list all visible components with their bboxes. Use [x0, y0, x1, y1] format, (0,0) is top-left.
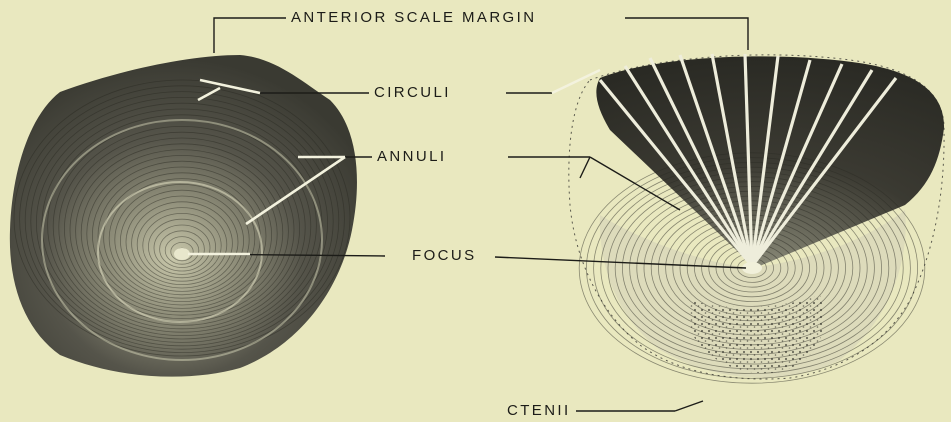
annuli-label: ANNULI [372, 148, 451, 166]
circuli-label: CIRCULI [369, 84, 456, 102]
anterior-margin-bracket-right [625, 18, 748, 50]
circuli-pointer-white-right [552, 70, 600, 93]
ctenii-label: CTENII [502, 402, 576, 420]
ctenii-leader-tick [675, 401, 703, 411]
anterior-margin-bracket-left [214, 18, 292, 53]
left-scale-focus-mark [174, 248, 190, 260]
anterior-scale-margin-label: ANTERIOR SCALE MARGIN [286, 9, 541, 27]
annuli-pointer-right-b [580, 157, 590, 178]
left-scale [10, 55, 357, 377]
right-scale [569, 54, 944, 383]
focus-label: FOCUS [407, 247, 482, 265]
